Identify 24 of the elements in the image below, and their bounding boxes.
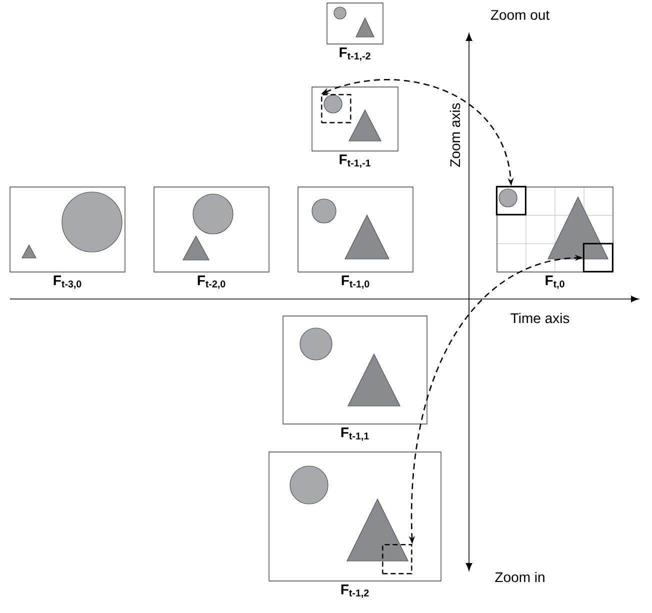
- node-label: F$_{t-3,0}$: [54, 276, 82, 289]
- node-label: F$_{t-1,1}$: [341, 428, 369, 441]
- node-label: F$_{t-1,-2}$: [340, 48, 370, 61]
- axis-label: Time axis: [510, 312, 570, 324]
- node-label: F$_{t-1,-1}$: [340, 154, 370, 168]
- frame: F$_{t-3,0}$: [10, 186, 126, 289]
- axis-label: Zoom out: [490, 10, 550, 20]
- node-label: F$_{t,0}$: [546, 276, 564, 289]
- frame: F$_{t,0}$: [496, 186, 614, 289]
- selection-box: [321, 94, 352, 124]
- frame: F$_{t-1,-2}$: [326, 2, 384, 61]
- frame: F$_{t-2,0}$: [154, 186, 270, 289]
- frame: F$_{t-1,0}$: [298, 186, 414, 289]
- node-label: F$_{t-1,2}$: [341, 584, 369, 598]
- selection-box: [496, 186, 526, 216]
- node-label: F$_{t-2,0}$: [198, 276, 226, 289]
- axis-label: Zoom axis: [450, 103, 460, 167]
- frame: F$_{t-1,1}$: [282, 316, 428, 441]
- frame: F$_{t-1,-1}$: [312, 86, 398, 168]
- selection-box: [382, 544, 412, 574]
- selection-box: [582, 242, 614, 272]
- node-label: F$_{t-1,0}$: [342, 276, 370, 289]
- axis-label: Zoom in: [495, 572, 544, 582]
- frame: F$_{t-1,2}$: [268, 452, 442, 598]
